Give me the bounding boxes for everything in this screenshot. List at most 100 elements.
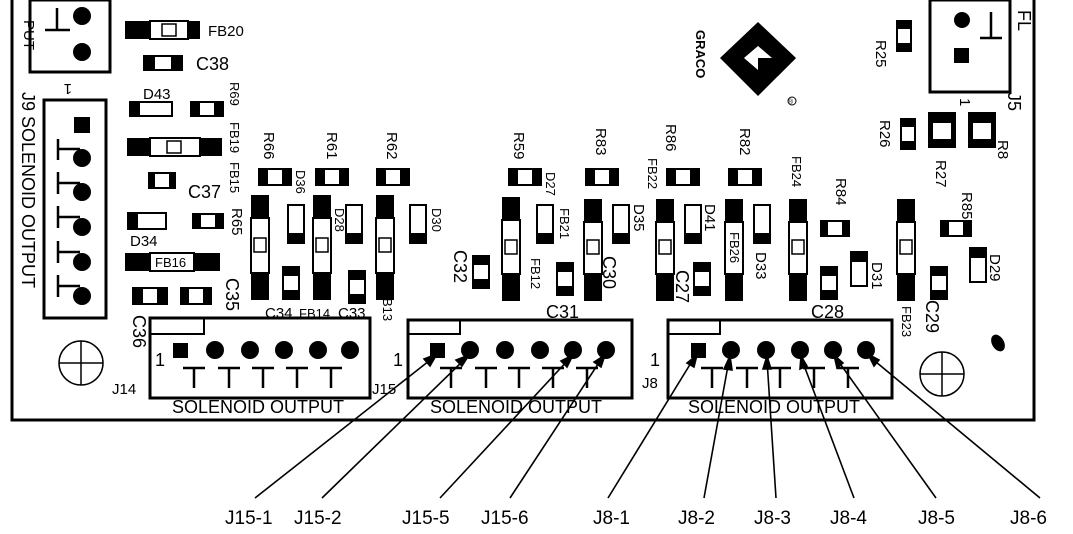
fb22-label: FB22 [645, 158, 660, 189]
fiducial-mark [991, 334, 1005, 352]
j8-label: SOLENOID OUTPUT [688, 397, 860, 417]
callout-leaders [254, 352, 1041, 499]
connector-top-left: PUT 1 [20, 0, 112, 97]
d31-diode: D31 [850, 251, 885, 290]
c38: C38 [143, 54, 229, 74]
fb21-label: FB21 [557, 208, 572, 239]
fb12-label: FB12 [528, 258, 543, 289]
graco-logo: GRACO ® [693, 22, 797, 106]
r83: R83 [585, 128, 619, 186]
j8-pin-3 [757, 341, 775, 359]
r84-label: R84 [832, 178, 849, 206]
d35-label: D35 [630, 204, 647, 232]
c37: C37 [148, 172, 221, 202]
r61-label: R61 [323, 132, 340, 160]
d33-diode: D33 [752, 204, 771, 280]
r25-label: R25 [872, 40, 889, 68]
callout-j8-2: J8-2 [678, 508, 715, 529]
fb23-bead [896, 199, 916, 301]
r8-label: R8 [994, 140, 1011, 159]
j15-pin-1 [430, 343, 445, 358]
j8-pin-1 [691, 343, 706, 358]
r85-label: R85 [958, 192, 975, 220]
callout-j8-1: J8-1 [593, 508, 630, 529]
fb14-bead [312, 195, 332, 300]
d29-diode: D29 [969, 247, 1003, 283]
fb21-bead [583, 199, 603, 301]
j15-pin-2 [461, 341, 479, 359]
d35-diode: D35 [612, 204, 647, 244]
c29: C29 [922, 266, 948, 333]
r62-label: R62 [383, 132, 400, 160]
d27-label: D27 [543, 172, 558, 196]
r26: R26 [876, 118, 916, 150]
d31-label: D31 [868, 262, 885, 290]
d28-diode: D28 [332, 204, 363, 244]
d30-diode: D30 [409, 204, 444, 244]
c31-label: C31 [546, 302, 579, 322]
r25: R25 [872, 20, 912, 68]
j5-label: J5 [1004, 92, 1024, 111]
registered-mark: ® [788, 98, 794, 106]
c29-label: C29 [922, 300, 942, 333]
fb23-label: FB23 [899, 306, 914, 337]
mounting-hole-left [58, 340, 104, 386]
r59-label: R59 [510, 132, 527, 160]
c33: C33 [338, 270, 366, 322]
c38-label: C38 [196, 54, 229, 74]
d28-label: D28 [332, 208, 347, 232]
r86-label: R86 [662, 124, 679, 152]
c35-label: C35 [222, 278, 242, 311]
r82: R82 [728, 128, 762, 186]
r59: R59 [508, 132, 542, 186]
r84: R84 [820, 178, 850, 237]
callout-j8-6: J8-6 [1010, 508, 1047, 529]
c32: C32 [450, 250, 490, 289]
r69: R69 [190, 82, 242, 117]
r82-label: R82 [736, 128, 753, 156]
callout-j15-2: J15-2 [294, 508, 342, 529]
j8-pin1: 1 [650, 350, 660, 370]
j9-label: J9 SOLENOID OUTPUT [18, 92, 38, 288]
fb15-bead [250, 195, 270, 300]
connector-top-left-pin1: 1 [64, 80, 72, 97]
r85: R85 [940, 192, 975, 237]
board-outline [10, 0, 1036, 422]
connector-j14: 1 J14 SOLENOID OUTPUT [112, 316, 372, 417]
graco-brand-text: GRACO [693, 30, 708, 78]
fb15-label: FB15 [227, 162, 242, 193]
c28-label: C28 [811, 302, 844, 322]
j15-pin-3 [496, 341, 514, 359]
connector-j5: J5 1 FL [928, 0, 1034, 111]
d41-label: D41 [701, 204, 718, 232]
callout-labels: J15-1 J15-2 J15-5 J15-6 J8-1 J8-2 J8-3 J… [225, 508, 1047, 529]
r65-label: R65 [228, 208, 245, 236]
connector-j15: 1 J15 SOLENOID OUTPUT [372, 318, 634, 417]
d29-label: D29 [986, 254, 1003, 282]
j15-pin1: 1 [393, 350, 403, 370]
r8: R8 [968, 112, 1011, 159]
j8-ref: J8 [642, 375, 658, 392]
c27: C27 [672, 262, 711, 303]
fb20-label: FB20 [208, 23, 244, 40]
j15-ref: J15 [372, 381, 396, 398]
j15-label: SOLENOID OUTPUT [430, 397, 602, 417]
callout-j15-6: J15-6 [481, 508, 529, 529]
callout-j8-3: J8-3 [754, 508, 791, 529]
fb13-label: FB13 [380, 290, 395, 321]
d36-diode [287, 204, 305, 244]
fl-partial-label: FL [1014, 10, 1034, 31]
fb19-label: FB19 [227, 122, 242, 153]
c32-label: C32 [450, 250, 470, 283]
connector-j9: J9 SOLENOID OUTPUT [18, 92, 108, 320]
r66-label: R66 [260, 132, 277, 160]
fb24-bead [788, 199, 808, 301]
j14-label: SOLENOID OUTPUT [172, 397, 344, 417]
j5-pin1: 1 [956, 98, 973, 106]
j14-pin1: 1 [155, 350, 165, 370]
j15-pin-6 [597, 341, 615, 359]
r26-label: R26 [876, 120, 893, 148]
fb16-label: FB16 [155, 255, 186, 270]
fb13-bead [375, 195, 395, 300]
